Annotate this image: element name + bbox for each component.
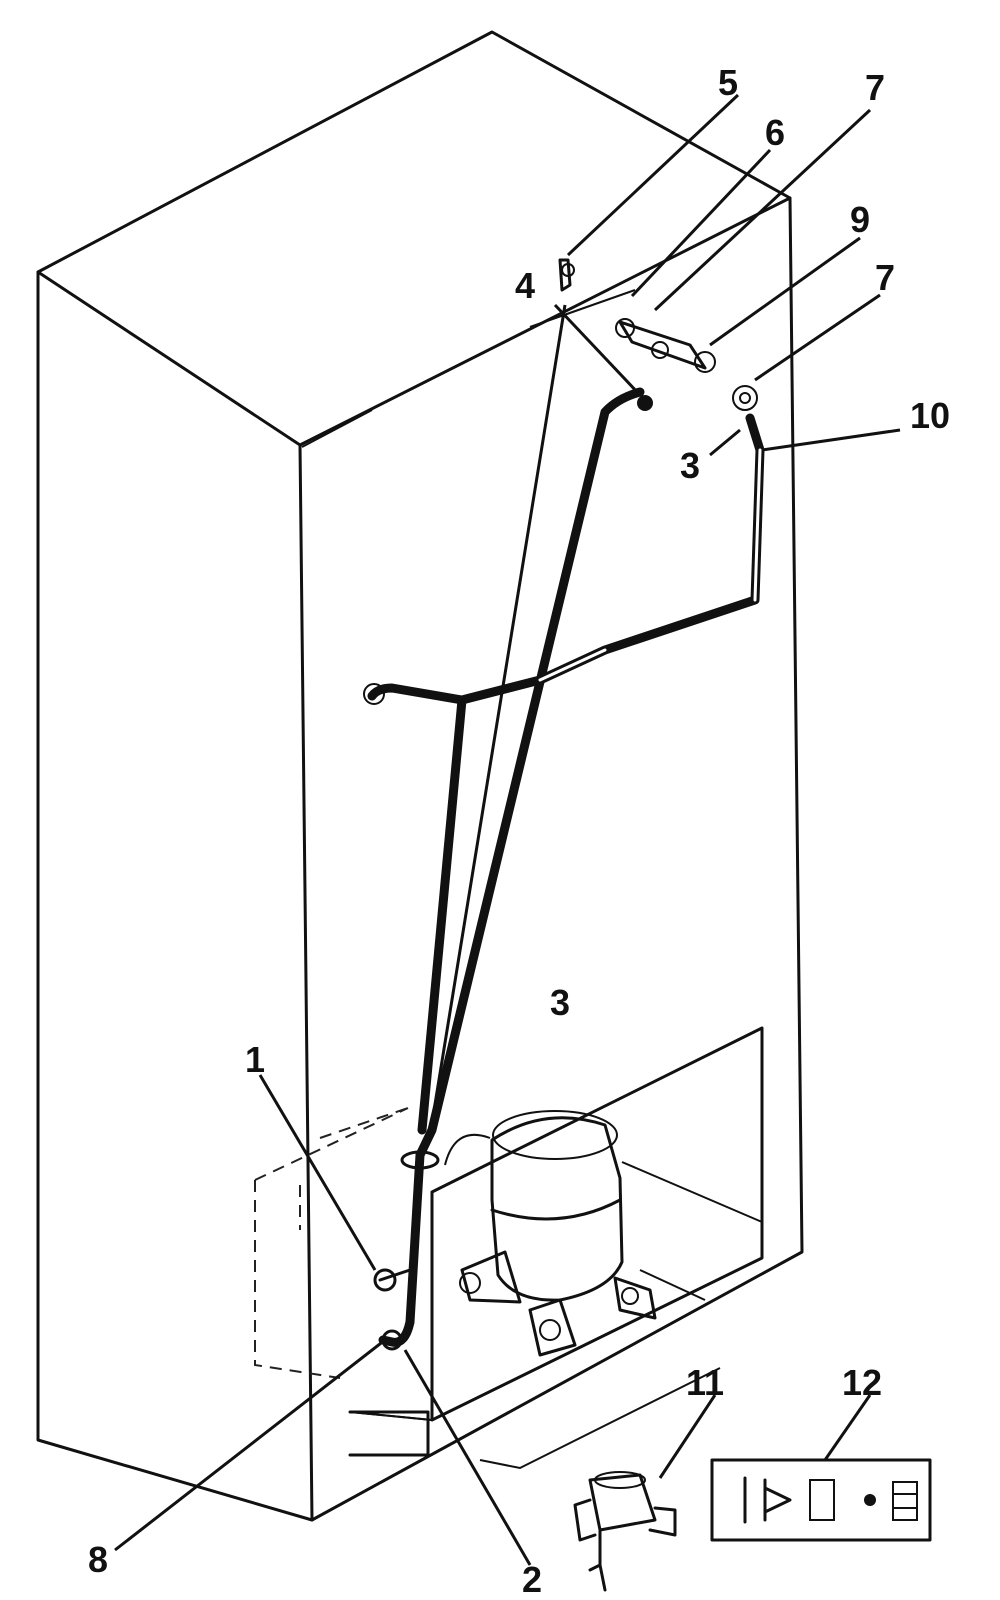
callout-6: 6 [765,112,785,153]
callout-12: 12 [842,1362,882,1403]
callout-3-upper: 3 [680,445,700,486]
refrigerator-cabinet [36,30,804,1522]
callout-7-top: 7 [865,67,885,108]
callout-labels: 5 6 7 4 9 7 10 3 3 1 11 12 8 2 [88,62,950,1600]
callout-5: 5 [718,62,738,103]
callout-10: 10 [910,395,950,436]
machine-compartment [348,1026,764,1470]
hidden-outline [254,1107,409,1379]
compressor [444,1110,657,1357]
callout-1: 1 [245,1039,265,1080]
callout-7-lower: 7 [875,257,895,298]
callout-3-lower: 3 [550,982,570,1023]
water-tube-main [363,387,765,1347]
callout-11: 11 [686,1362,724,1403]
leader-lines [114,93,901,1566]
valve-bracket-assembly [558,258,758,411]
callout-2: 2 [522,1559,542,1600]
water-valve-part-11 [573,1471,677,1592]
kit-panel-part-12 [710,1458,932,1542]
callout-4: 4 [515,265,535,306]
callout-8: 8 [88,1539,108,1580]
callout-9: 9 [850,199,870,240]
